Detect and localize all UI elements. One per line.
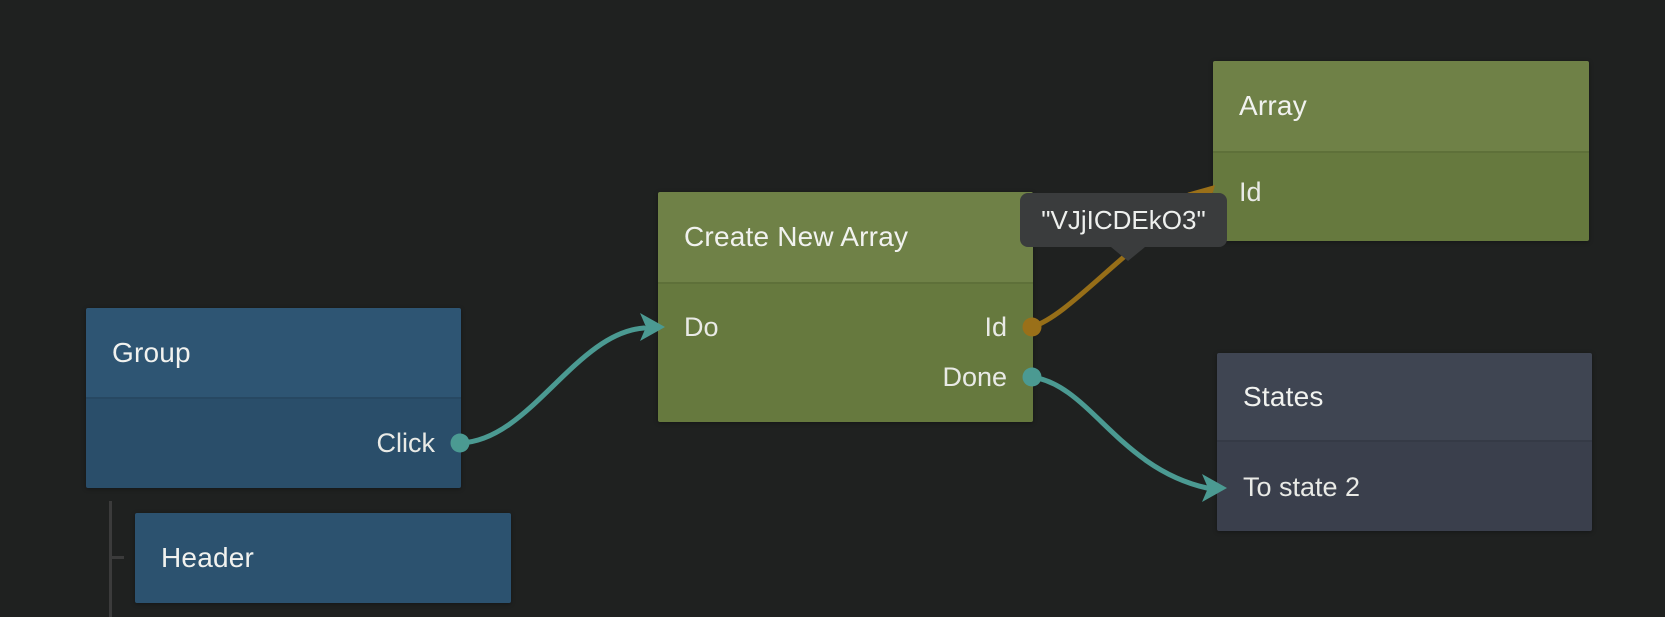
port-input-to-state-2[interactable]: To state 2 [1243,462,1360,512]
port-label: Done [942,361,1007,392]
node-states[interactable]: States To state 2 [1217,353,1592,531]
node-title: Array [1239,90,1307,121]
node-group-header[interactable]: Group [86,308,461,397]
port-input-id[interactable]: Id [1239,167,1262,217]
node-group-body [86,397,461,488]
node-title: Header [161,542,255,573]
node-title: Create New Array [684,221,909,252]
port-label: Click [376,427,436,458]
wire-done-to-states[interactable] [1029,374,1210,491]
node-title: Group [112,336,191,368]
node-array[interactable]: Array Id [1213,61,1589,241]
node-create-new-array[interactable]: Create New Array Do Id Done [658,192,1033,422]
port-label: Id [984,311,1007,342]
port-output-done[interactable]: Done [942,352,1007,402]
node-title: States [1243,380,1324,412]
node-array-header[interactable]: Array [1213,61,1589,151]
port-output-click[interactable]: Click [377,418,436,468]
port-label: To state 2 [1243,471,1361,502]
wire-value-tooltip: "VJjICDEkO3" [1020,193,1227,261]
node-create-new-array-body [658,282,1033,422]
node-states-body [1217,440,1592,531]
wire-click-to-do[interactable] [457,325,647,446]
port-label: Id [1239,176,1262,207]
tree-connector-tick [111,556,124,559]
node-header[interactable]: Header [135,513,511,603]
port-label: Do [684,311,719,342]
wire-value-text: "VJjICDEkO3" [1041,204,1206,235]
port-input-do[interactable]: Do [684,302,719,352]
node-states-header[interactable]: States [1217,353,1592,440]
node-create-new-array-header[interactable]: Create New Array [658,192,1033,282]
tree-connector-vertical [109,501,112,617]
node-array-body [1213,151,1589,241]
node-header-header[interactable]: Header [135,513,511,603]
node-group[interactable]: Group Click [86,308,461,488]
port-output-id[interactable]: Id [984,302,1007,352]
